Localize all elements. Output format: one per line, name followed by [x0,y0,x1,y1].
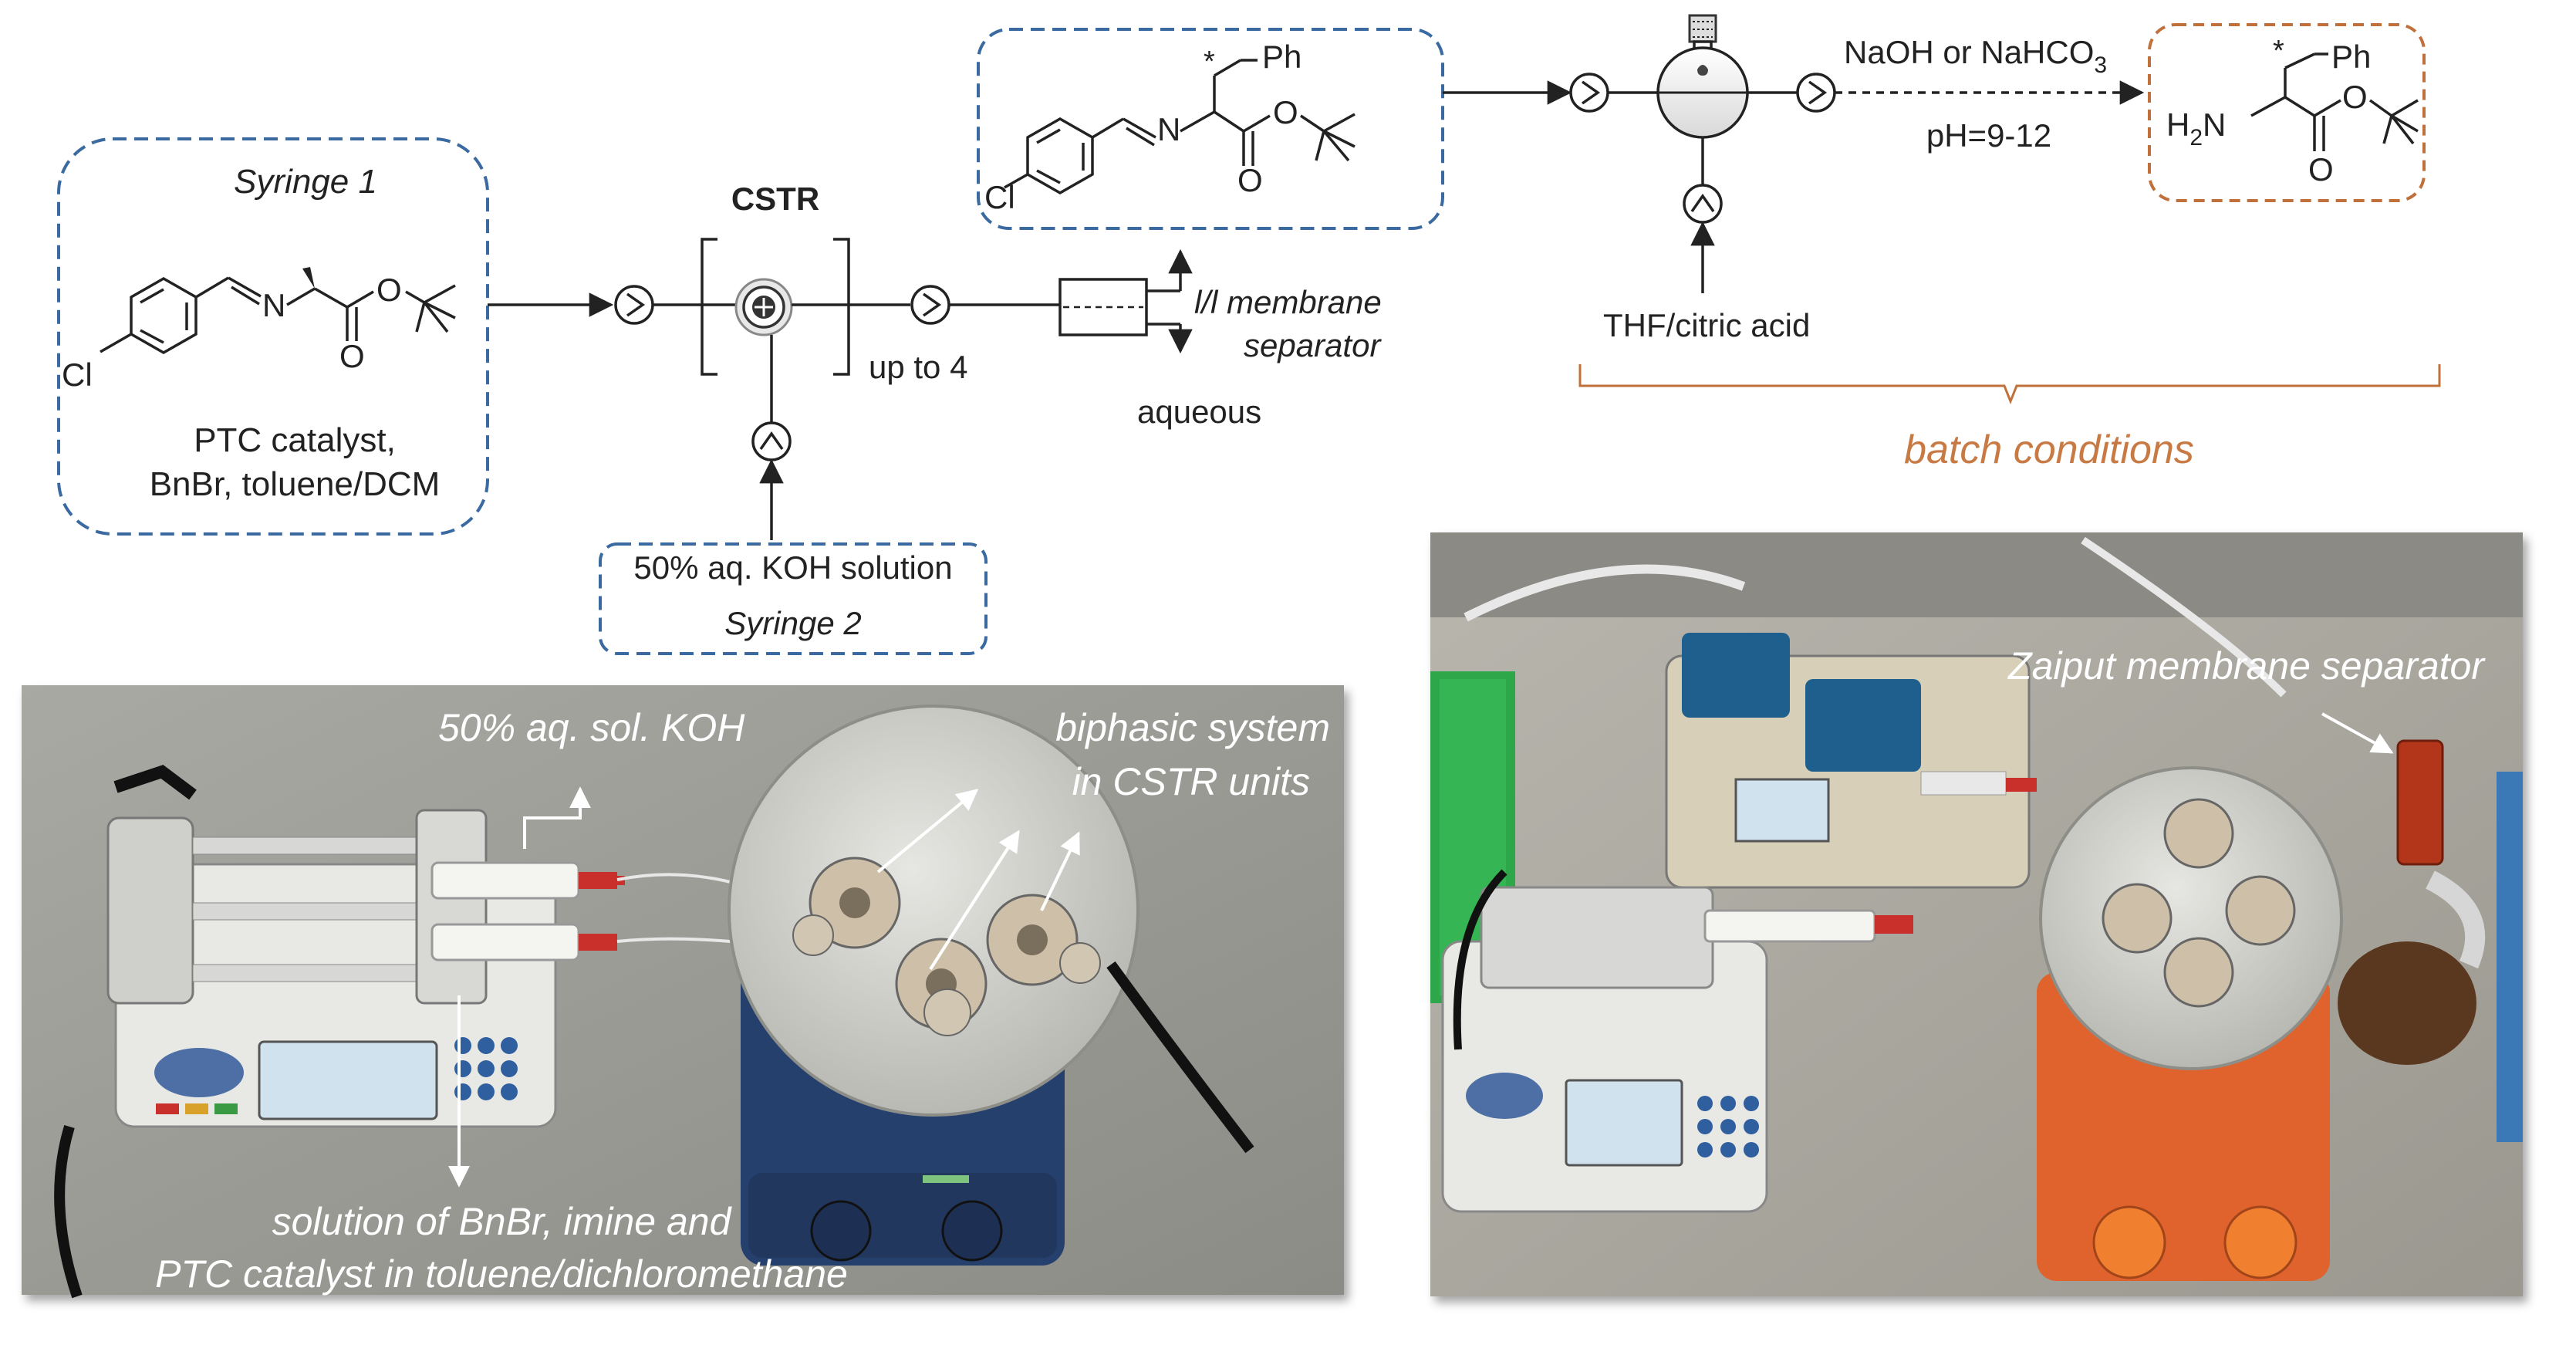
atom-o-ester: O [376,272,402,308]
atom-o-carbonyl: O [1237,162,1263,198]
batch-bracket [1578,364,2441,405]
solution-callout-2: PTC catalyst in toluene/dichloromethane [155,1252,848,1296]
cstr-callout-2: in CSTR units [1072,760,1310,803]
phenyl-label: Ph [2331,39,2371,75]
syringe1-title: Syringe 1 [234,163,377,201]
zaiput-label: Zaiput membrane separator [2007,644,2486,688]
syringe2-label: 50% aq. KOH solution [633,549,952,586]
solution-callout-1: solution of BnBr, imine and [272,1200,733,1243]
atom-o-ester: O [1273,94,1298,130]
base-label: NaOH or NaHCO3 [1844,34,2107,78]
pump-screen [1565,1079,1683,1167]
amine-label: H2N [2166,106,2226,150]
intermediate-box: Cl N * Ph O O [977,28,1444,230]
cstr-reactor-plate [2039,766,2343,1070]
separator-label-2: separator [1244,327,1382,363]
cstr-label: CSTR [731,181,819,217]
syringe-pump-back [1665,633,2037,889]
syringe2-title: Syringe 2 [724,605,861,641]
separator-label-1: l/l membrane [1194,284,1382,320]
atom-cl: Cl [984,179,1015,215]
zaiput-separator [2396,739,2444,866]
keypad [454,1037,518,1100]
phenyl-label: Ph [1262,39,1302,75]
atom-n: N [1157,111,1180,147]
cstr-reactor-plate [728,705,1139,1117]
atom-o-ester: O [2342,79,2368,115]
ph-label: pH=9-12 [1926,117,2051,154]
imine-structure: Cl N O O [62,267,456,393]
membrane-separator: l/l membrane separator aqueous [1058,248,1382,430]
stereo-star: * [1204,46,1215,78]
cstr-callout-1: biphasic system [1055,706,1330,749]
syringe1-box: Syringe 1 [57,137,489,536]
acid-label: THF/citric acid [1603,307,1810,343]
photo-left-content: 50% aq. sol. KOH biphasic system in CSTR… [54,705,1330,1299]
aqueous-label: aqueous [1137,394,1261,430]
syringe2-box: 50% aq. KOH solution Syringe 2 [599,542,988,655]
pump-icon [1569,73,1609,113]
atom-n: N [262,287,285,323]
syringe-barrel [430,923,580,961]
stereo-star: * [2273,35,2284,67]
pump-icon [614,285,654,325]
cstr-unit: CSTR up to 4 [701,181,967,424]
atom-o-carbonyl: O [339,338,365,374]
syringe1-reagents-1: PTC catalyst, [194,421,396,459]
batch-flask [1656,14,1798,139]
pump-screen [258,1040,438,1120]
cstr-units: up to 4 [869,349,967,385]
reaction-scheme: Syringe 1 [57,14,2441,655]
pump-icon [910,285,950,325]
pump-icon [751,421,792,461]
syringe1-reagents-2: BnBr, toluene/DCM [150,465,441,503]
syringe-pump [106,809,625,1128]
atom-o-carbonyl: O [2308,151,2334,188]
product-box: H2N * Ph O O [2148,23,2426,202]
flask-in-bath [2338,870,2486,1065]
atom-cl: Cl [62,357,93,393]
pump-icon [1683,184,1723,224]
pump-icon [1796,73,1836,113]
callout-arrows [448,786,1080,1188]
batch-label: batch conditions [1904,427,2194,472]
syringe-pump-front [1441,886,1913,1213]
photo-right-content: Zaiput membrane separator [1430,532,2523,1281]
koh-label: 50% aq. sol. KOH [438,706,745,749]
syringe-barrel [430,861,580,900]
